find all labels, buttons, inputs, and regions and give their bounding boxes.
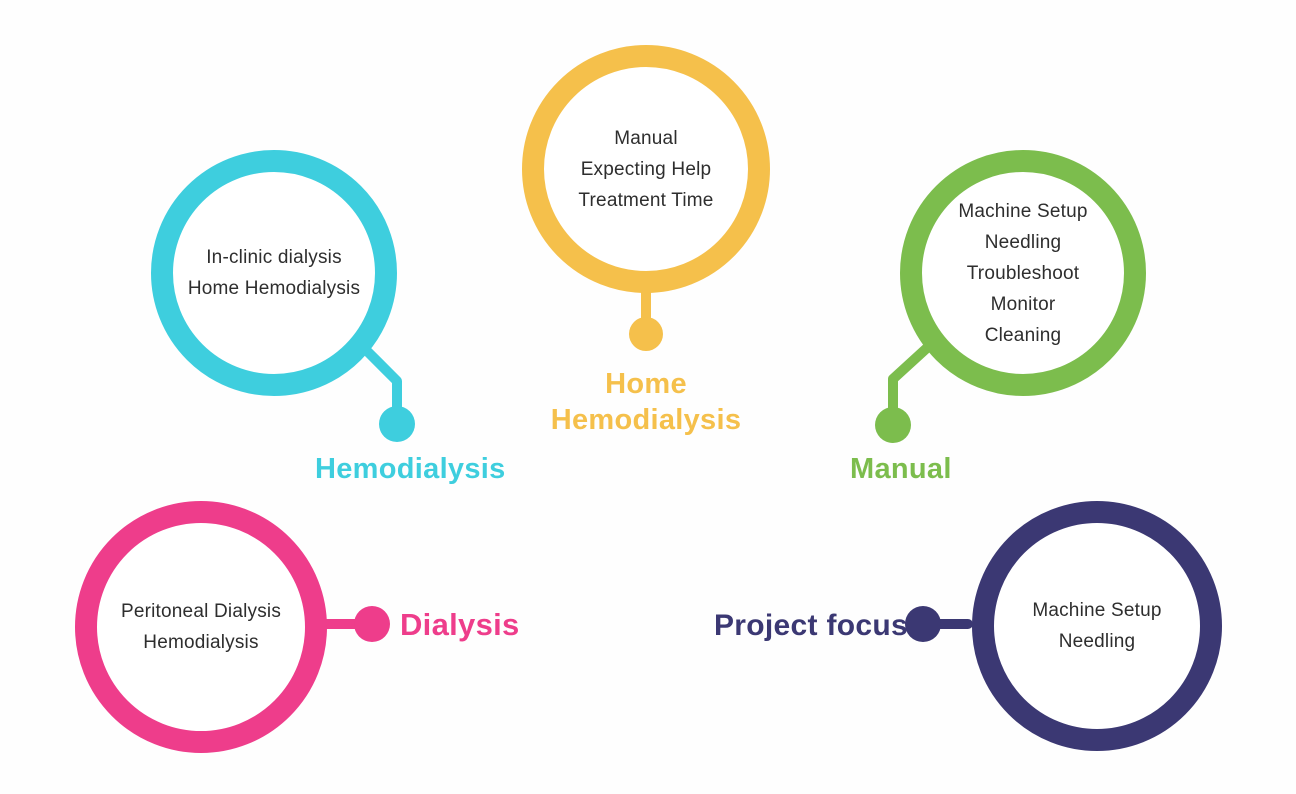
label-project-focus: Project focus	[714, 609, 908, 642]
connector-manual	[875, 342, 933, 443]
connector-project-focus	[905, 606, 973, 642]
label-dialysis: Dialysis	[400, 607, 520, 642]
connector-line	[888, 342, 933, 413]
connector-dot	[875, 407, 911, 443]
connector-home-hemodialysis	[629, 286, 663, 351]
connector-dot	[354, 606, 390, 642]
connector-hemodialysis	[361, 345, 415, 442]
connector-line	[361, 345, 402, 413]
connector-dot	[379, 406, 415, 442]
label-hemodialysis: Hemodialysis	[315, 453, 506, 485]
connector-dot	[629, 317, 663, 351]
connector-dialysis	[321, 606, 390, 642]
connector-dot	[905, 606, 941, 642]
label-manual: Manual	[850, 453, 952, 485]
